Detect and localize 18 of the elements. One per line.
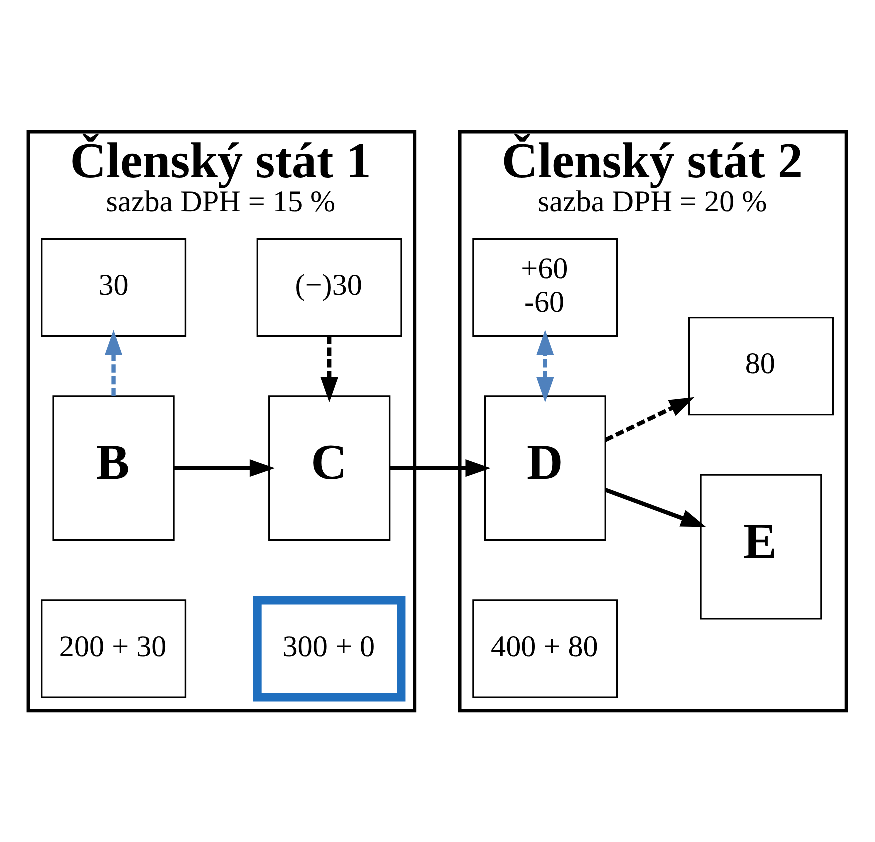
node-box: 30 bbox=[41, 238, 187, 337]
node-box: B bbox=[52, 395, 175, 541]
node-box: C bbox=[268, 395, 391, 541]
arrow bbox=[604, 488, 706, 527]
node-box: 200 + 30 bbox=[41, 599, 187, 698]
node-box: 400 + 80 bbox=[472, 599, 618, 698]
node-box: (−)30 bbox=[256, 238, 402, 337]
node-box: +60 -60 bbox=[472, 238, 618, 337]
node-box: 80 bbox=[688, 316, 834, 416]
arrow bbox=[536, 330, 554, 402]
arrow bbox=[604, 396, 695, 442]
node-box: 300 + 0 bbox=[253, 596, 406, 702]
arrow bbox=[174, 459, 276, 477]
arrow bbox=[104, 330, 123, 396]
arrow bbox=[390, 459, 491, 477]
arrow bbox=[320, 336, 338, 402]
node-box: E bbox=[700, 474, 822, 620]
node-box: D bbox=[484, 395, 606, 541]
